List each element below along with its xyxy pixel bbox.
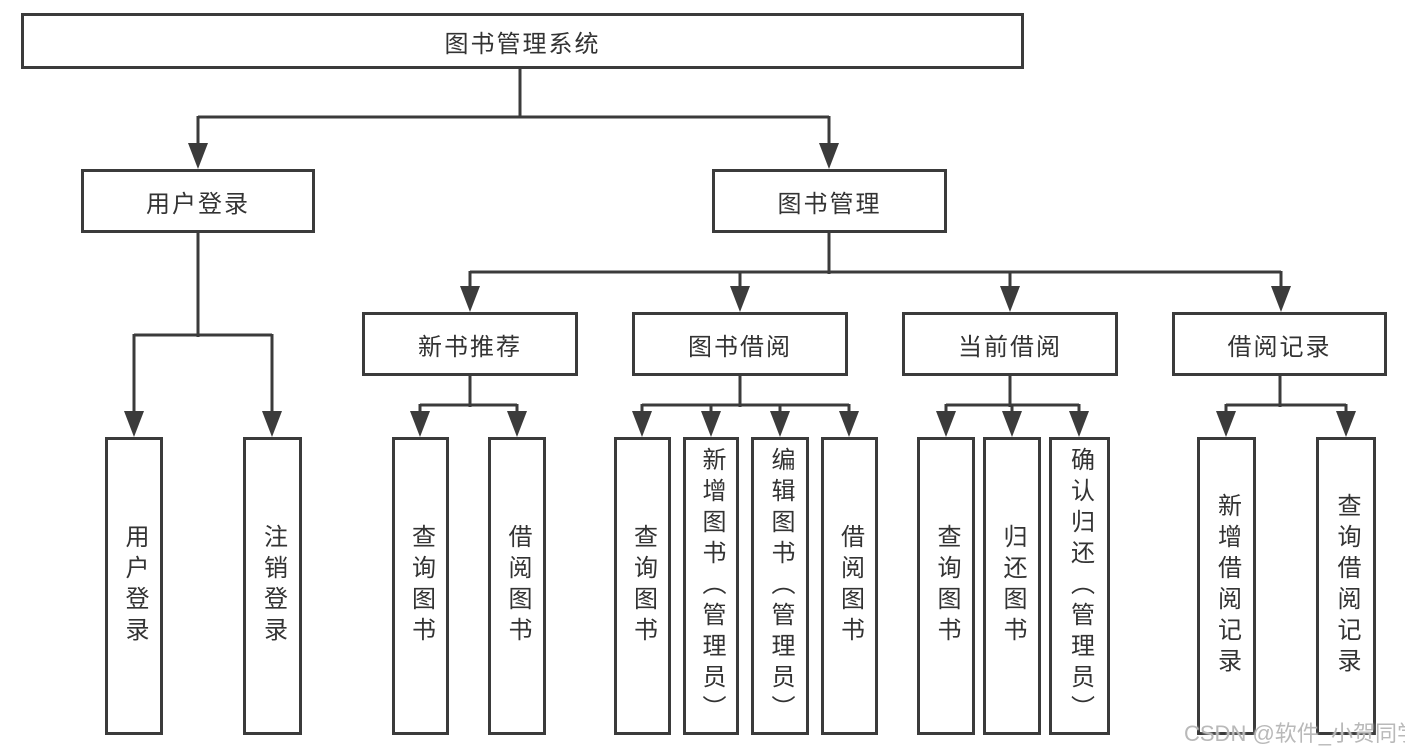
node-book-borrow: 图书借阅: [632, 312, 848, 376]
leaf-add-books-admin: 新增图书（管理员）: [683, 437, 739, 735]
leaf-user-login: 用户登录: [105, 437, 163, 735]
node-library-system: 图书管理系统: [21, 13, 1024, 69]
arrowheads: [124, 143, 1356, 437]
node-borrow-records: 借阅记录: [1172, 312, 1387, 376]
node-current-borrow: 当前借阅: [902, 312, 1118, 376]
leaf-confirm-return-admin: 确认归还（管理员）: [1049, 437, 1110, 735]
leaf-borrow-books-borrow: 借阅图书: [821, 437, 878, 735]
node-book-management: 图书管理: [712, 169, 947, 233]
leaf-add-borrow-record: 新增借阅记录: [1197, 437, 1256, 735]
leaf-logout: 注销登录: [243, 437, 302, 735]
leaf-edit-books-admin: 编辑图书（管理员）: [751, 437, 809, 735]
leaf-query-books-recommend: 查询图书: [392, 437, 449, 735]
leaf-query-borrow-record: 查询借阅记录: [1316, 437, 1376, 735]
node-user-login: 用户登录: [81, 169, 315, 233]
leaf-query-books-current: 查询图书: [917, 437, 975, 735]
watermark: CSDN @软件_小贺同学: [1184, 721, 1405, 746]
leaf-borrow-books-recommend: 借阅图书: [488, 437, 546, 735]
node-new-book-recommend: 新书推荐: [362, 312, 578, 376]
leaf-return-books: 归还图书: [983, 437, 1041, 735]
leaf-query-books-borrow: 查询图书: [614, 437, 671, 735]
